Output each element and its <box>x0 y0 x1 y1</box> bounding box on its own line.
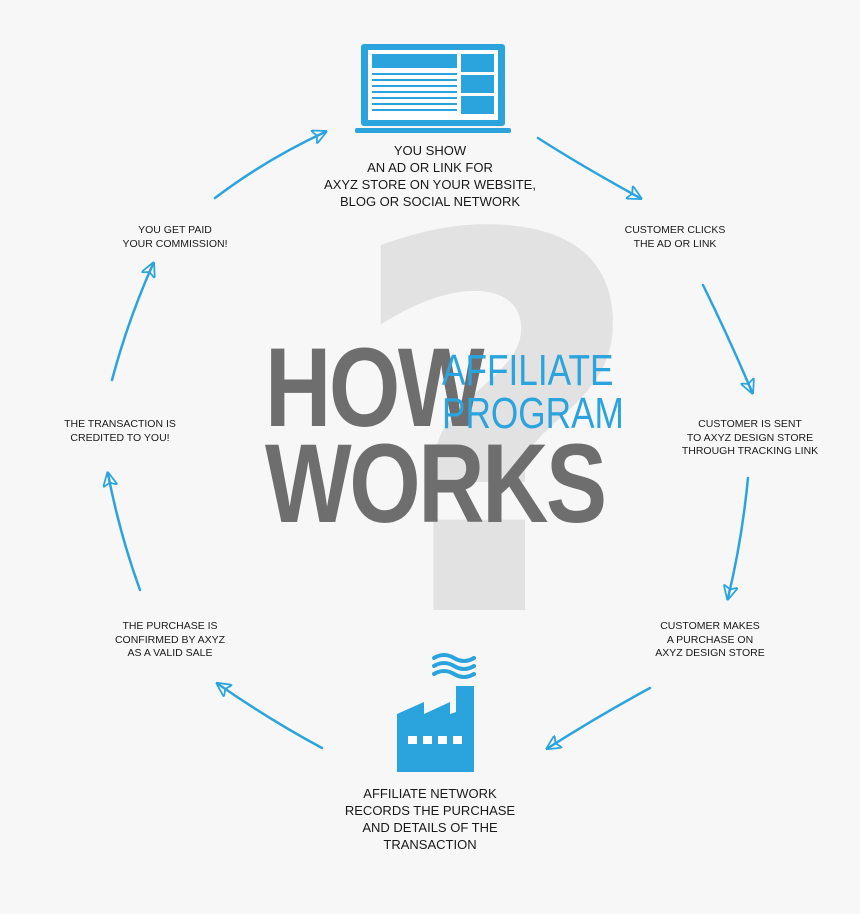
arrow-sent-to-makes <box>728 476 750 598</box>
arrow-confirmed-to-credited <box>108 474 142 592</box>
step-customer-sent: CUSTOMER IS SENT TO AXYZ DESIGN STORE TH… <box>681 418 819 457</box>
step-customer-clicks: CUSTOMER CLICKS THE AD OR LINK <box>624 224 726 250</box>
arrow-paid-to-show <box>213 132 325 200</box>
step-customer-makes: CUSTOMER MAKES A PURCHASE ON AXYZ DESIGN… <box>655 620 765 659</box>
arrow-click-to-sent <box>701 283 752 392</box>
arrow-network-to-confirmed <box>218 684 324 750</box>
step-transaction-credited: THE TRANSACTION IS CREDITED TO YOU! <box>64 418 176 444</box>
step-you-show: YOU SHOW AN AD OR LINK FOR AXYZ STORE ON… <box>324 143 536 209</box>
step-purchase-confirmed: THE PURCHASE IS CONFIRMED BY AXYZ AS A V… <box>114 620 226 659</box>
arrow-makes-to-network <box>548 686 652 748</box>
title-affiliate: AFFILIATE <box>442 346 614 395</box>
title-program: PROGRAM <box>442 389 624 438</box>
arrow-credited-to-paid <box>110 264 153 382</box>
step-you-get-paid: YOU GET PAID YOUR COMMISSION! <box>122 224 228 250</box>
title-works: WORKS <box>265 421 607 546</box>
arrow-show-to-click <box>536 136 640 198</box>
title-how: HOW <box>265 325 485 450</box>
background-question-mark: ? <box>345 127 647 733</box>
laptop-icon <box>355 44 511 133</box>
step-affiliate-network: AFFILIATE NETWORK RECORDS THE PURCHASE A… <box>344 786 516 852</box>
factory-icon <box>397 653 476 772</box>
